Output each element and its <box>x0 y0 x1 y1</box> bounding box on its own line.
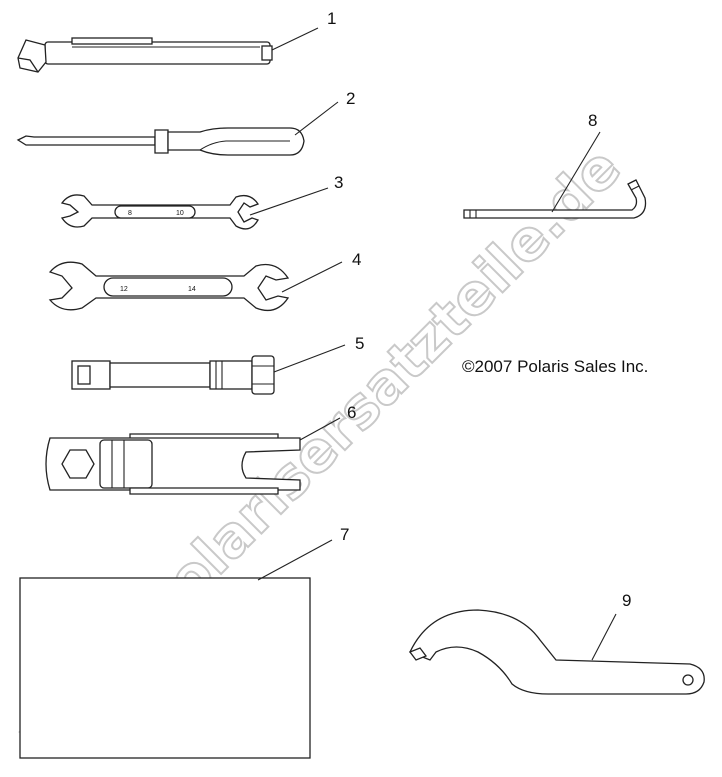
callout-8: 8 <box>588 111 597 130</box>
hook-spanner <box>408 609 705 695</box>
callout-9: 9 <box>622 591 631 610</box>
wrench-large-mark-12: 12 <box>120 286 128 293</box>
wrench-small: 8 10 <box>60 194 259 230</box>
callout-2: 2 <box>346 89 355 108</box>
hex-spanner <box>45 433 301 495</box>
callout-3: 3 <box>334 173 343 192</box>
hex-key <box>463 179 647 219</box>
copyright: ©2007 Polaris Sales Inc. <box>462 357 648 376</box>
callout-5: 5 <box>355 334 364 353</box>
owners-manual <box>19 577 311 759</box>
wrench-small-mark-8: 8 <box>128 210 132 217</box>
screwdriver <box>16 127 305 156</box>
callout-6: 6 <box>347 403 356 422</box>
wrench-large-mark-14: 14 <box>188 286 196 293</box>
wrench-large: 12 14 <box>48 261 290 312</box>
tire-gauge <box>17 37 273 73</box>
spark-plug-socket <box>71 355 275 395</box>
callout-1: 1 <box>327 9 336 28</box>
callout-4: 4 <box>352 250 361 269</box>
callout-7: 7 <box>340 525 349 544</box>
wrench-small-mark-10: 10 <box>176 210 184 217</box>
